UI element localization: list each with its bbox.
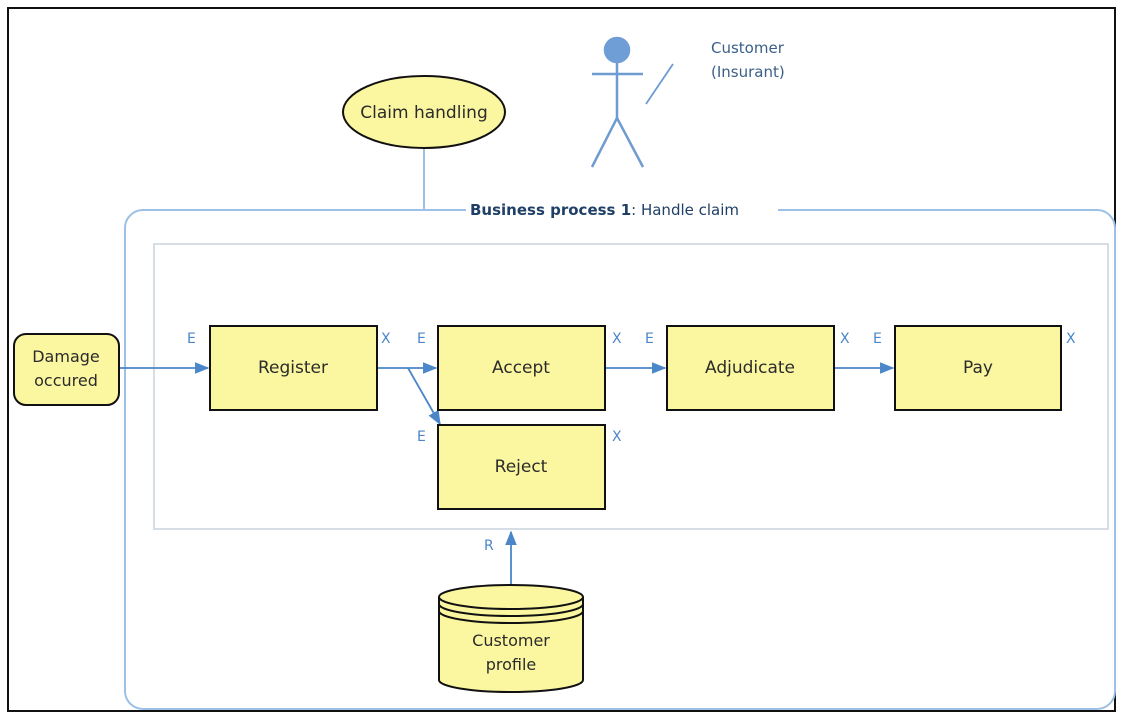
marker-exit-register: X bbox=[381, 331, 391, 347]
marker-entry-register: E bbox=[187, 331, 196, 347]
title-knockout bbox=[466, 200, 778, 220]
customer-actor-icon bbox=[590, 36, 645, 168]
activity-adjudicate-label: Adjudicate bbox=[705, 358, 795, 378]
process-title-bold: Business process 1 bbox=[470, 201, 631, 219]
datastore-label-line1: Customer bbox=[472, 631, 550, 650]
marker-exit-adjudicate: X bbox=[840, 331, 850, 347]
marker-entry-pay: E bbox=[873, 331, 882, 347]
marker-exit-pay: X bbox=[1066, 331, 1076, 347]
trigger-label-line1: Damage bbox=[32, 347, 100, 366]
activity-reject[interactable] bbox=[437, 424, 606, 510]
process-lane bbox=[153, 243, 1109, 530]
activity-accept[interactable] bbox=[437, 325, 606, 411]
activity-register-label: Register bbox=[258, 358, 328, 378]
datastore-customer-profile[interactable] bbox=[438, 584, 584, 693]
marker-exit-accept: X bbox=[612, 331, 622, 347]
activity-register[interactable] bbox=[209, 325, 378, 411]
trigger-label-line2: occured bbox=[34, 371, 98, 390]
usecase-label: Claim handling bbox=[360, 103, 487, 123]
actor-association-line bbox=[645, 63, 674, 105]
flow-register-to-reject bbox=[407, 367, 441, 426]
marker-entry-adjudicate: E bbox=[645, 331, 654, 347]
marker-exit-reject: X bbox=[612, 429, 622, 445]
process-title: Business process 1: Handle claim bbox=[470, 201, 739, 219]
trigger-damage-occured[interactable] bbox=[13, 333, 120, 406]
marker-entry-reject: E bbox=[417, 429, 426, 445]
activity-pay[interactable] bbox=[894, 325, 1062, 411]
activity-adjudicate[interactable] bbox=[666, 325, 835, 411]
actor-label-line2: (Insurant) bbox=[711, 63, 785, 81]
datastore-label-line2: profile bbox=[486, 655, 537, 674]
actor-label-line1: Customer bbox=[711, 39, 785, 57]
business-process-container bbox=[124, 209, 1116, 710]
usecase-claim-handling[interactable] bbox=[342, 75, 506, 149]
activity-reject-label: Reject bbox=[495, 457, 548, 477]
marker-entry-accept: E bbox=[417, 331, 426, 347]
marker-read-store: R bbox=[484, 538, 494, 554]
activity-accept-label: Accept bbox=[492, 358, 550, 378]
activity-pay-label: Pay bbox=[963, 358, 993, 378]
process-title-rest: : Handle claim bbox=[631, 201, 739, 219]
